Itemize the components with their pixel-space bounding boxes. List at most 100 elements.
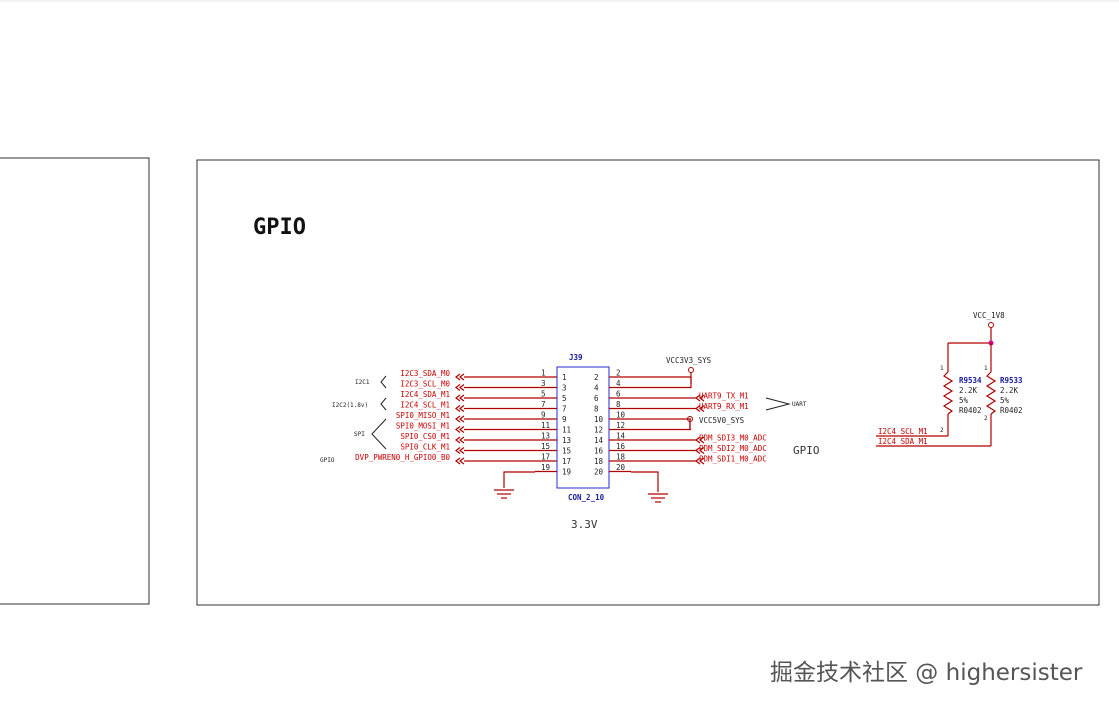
pin-number-right: 6 bbox=[616, 390, 621, 399]
net-label-left: SPI0_MOSI_M1 bbox=[396, 422, 450, 431]
gpio-side-label: GPIO bbox=[793, 444, 820, 457]
group-spi: SPI bbox=[354, 431, 365, 438]
pin-inner-right: 12 bbox=[594, 426, 603, 435]
net-label-left: DVP_PWREN0_H_GPIO0_B0 bbox=[355, 453, 450, 462]
r9533-pin2: 2 bbox=[984, 415, 988, 422]
net-label-right: PDM_SDI3_M0_ADC bbox=[699, 434, 767, 443]
net-label-left: I2C3_SCL_M0 bbox=[400, 380, 450, 389]
r9534-ref: R9534 bbox=[959, 376, 982, 385]
port-chevron bbox=[455, 436, 461, 444]
pin-number-right: 8 bbox=[616, 400, 621, 409]
pin-inner-right: 8 bbox=[594, 405, 599, 414]
bracket-spi bbox=[371, 418, 387, 450]
group-i2c1: I2C1 bbox=[355, 379, 370, 386]
bracket-i2c2 bbox=[380, 397, 387, 411]
pin-inner-left: 3 bbox=[562, 384, 567, 393]
r9534-tol: 5% bbox=[959, 396, 969, 405]
vcc3v3-symbol: VCC3V3_SYS bbox=[666, 356, 712, 384]
bracket-i2c1 bbox=[380, 375, 387, 389]
net-label-left: I2C3_SDA_M0 bbox=[400, 369, 450, 378]
port-chevron bbox=[459, 457, 465, 465]
net-label-left: I2C4_SDA_M1 bbox=[400, 390, 450, 399]
r9533-tol: 5% bbox=[1000, 396, 1010, 405]
net-label-left: SPI0_CS0_M1 bbox=[400, 432, 450, 441]
pin-inner-left: 1 bbox=[562, 373, 567, 382]
pin-number-right: 16 bbox=[616, 442, 626, 451]
pin-number-left: 3 bbox=[541, 379, 546, 388]
pin-inner-right: 18 bbox=[594, 457, 604, 466]
r9534-pkg: R0402 bbox=[959, 406, 982, 415]
bracket-uart bbox=[765, 397, 791, 411]
pin-inner-left: 11 bbox=[562, 426, 571, 435]
port-chevron bbox=[459, 415, 465, 423]
watermark: 掘金技术社区 @ highersister bbox=[770, 660, 1083, 686]
port-chevron bbox=[455, 405, 461, 412]
port-chevron bbox=[695, 436, 701, 444]
port-chevron bbox=[695, 457, 701, 465]
pin-inner-right: 16 bbox=[594, 447, 604, 456]
pin-number-left: 7 bbox=[541, 400, 546, 409]
resistor-r9534 bbox=[942, 371, 954, 415]
connector-body bbox=[556, 366, 610, 489]
pin-number-left: 11 bbox=[541, 421, 550, 430]
r9534-pin2: 2 bbox=[940, 427, 944, 434]
pin-inner-right: 2 bbox=[594, 373, 599, 382]
pullup-network: VCC_1V8 1 2 1 2 R9534 2.2K 5% R0402 R953… bbox=[876, 311, 1023, 447]
port-chevron bbox=[455, 426, 461, 433]
r9533-pkg: R0402 bbox=[1000, 406, 1023, 415]
pin-number-right: 14 bbox=[616, 432, 626, 441]
net-label-right: PDM_SDI2_M0_ADC bbox=[699, 444, 767, 453]
port-chevron bbox=[455, 394, 461, 402]
pin-number-left: 5 bbox=[541, 390, 546, 399]
pin-inner-right: 10 bbox=[594, 415, 604, 424]
pin-inner-left: 17 bbox=[562, 457, 571, 466]
port-chevron bbox=[459, 426, 465, 433]
port-chevron bbox=[695, 405, 701, 412]
port-chevron bbox=[459, 384, 465, 391]
pin-number-right: 12 bbox=[616, 421, 625, 430]
pin-number-left: 17 bbox=[541, 453, 550, 462]
group-i2c2: I2C2(1.8v) bbox=[332, 402, 368, 409]
group-gpio: GPIO bbox=[320, 457, 335, 464]
port-chevron bbox=[695, 447, 701, 454]
left-frame bbox=[0, 157, 150, 605]
net-label-left: SPI0_MISO_M1 bbox=[396, 411, 450, 420]
net-labels: I2C3_SDA_M0I2C3_SCL_M0I2C4_SDA_M1I2C4_SC… bbox=[355, 369, 767, 465]
pin-inner-left: 5 bbox=[562, 394, 567, 403]
r9533-pin1: 1 bbox=[984, 365, 988, 372]
port-chevron bbox=[459, 394, 465, 402]
net-i2c4-scl-pullup: I2C4_SCL_M1 bbox=[878, 427, 928, 436]
net-i2c4-sda-pullup: I2C4_SDA_M1 bbox=[878, 437, 928, 446]
pin-number-right: 4 bbox=[616, 379, 621, 388]
port-chevron bbox=[459, 373, 465, 381]
group-uart: UART bbox=[792, 401, 807, 408]
pin-number-right: 10 bbox=[616, 411, 626, 420]
pin-number-left: 1 bbox=[541, 369, 546, 378]
voltage-note: 3.3V bbox=[571, 518, 598, 531]
r9534-value: 2.2K bbox=[959, 386, 978, 395]
port-chevron bbox=[459, 436, 465, 444]
r9533-ref: R9533 bbox=[1000, 376, 1023, 385]
vcc5v0-label: VCC5V0_SYS bbox=[699, 416, 745, 425]
net-label-right: PDM_SDI1_M0_ADC bbox=[699, 455, 767, 464]
pin-number-right: 18 bbox=[616, 453, 626, 462]
ground-left bbox=[494, 471, 535, 499]
pin-number-left: 13 bbox=[541, 432, 550, 441]
pin-number-right: 20 bbox=[616, 463, 626, 472]
r9534-pin1: 1 bbox=[940, 365, 944, 372]
port-chevron bbox=[699, 394, 705, 402]
pin-inner-right: 14 bbox=[594, 436, 604, 445]
port-chevron bbox=[455, 447, 461, 454]
port-chevron bbox=[455, 457, 461, 465]
pin-inner-left: 15 bbox=[562, 447, 571, 456]
page-title: GPIO bbox=[253, 215, 306, 240]
port-chevron bbox=[699, 436, 705, 444]
net-label-left: I2C4_SCL_M1 bbox=[400, 401, 450, 410]
port-chevron bbox=[699, 447, 705, 454]
port-chevron bbox=[455, 415, 461, 423]
port-chevron bbox=[695, 394, 701, 402]
port-chevron bbox=[699, 457, 705, 465]
vcc1v8-symbol bbox=[988, 322, 994, 328]
